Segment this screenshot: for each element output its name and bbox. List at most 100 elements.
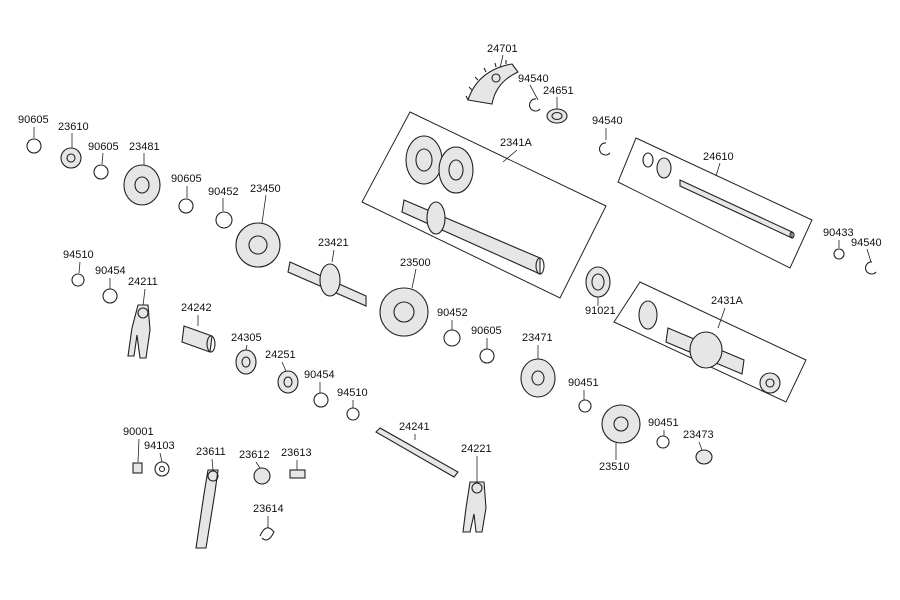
part-label: 23473	[683, 429, 714, 441]
group-box-main-shaft	[361, 111, 607, 299]
washer-90452-b	[443, 329, 461, 347]
gear-23450	[235, 222, 281, 268]
clip-94510-b	[346, 407, 360, 421]
leader-line	[502, 149, 518, 163]
pin-23613	[289, 469, 306, 479]
leader-line	[78, 261, 81, 274]
part-label: 2431A	[711, 295, 743, 307]
needle-bearing-24305	[235, 349, 257, 375]
shift-fork-24221	[462, 481, 487, 533]
part-label: 23611	[196, 446, 226, 458]
part-label: 24211	[128, 276, 158, 288]
part-label: 90452	[437, 307, 468, 319]
clip-94540-b	[599, 142, 611, 156]
part-label: 90451	[648, 417, 679, 429]
washer-90454-b	[313, 392, 329, 408]
group-box-shaft-24610	[617, 137, 813, 269]
part-label: 90605	[171, 173, 202, 185]
part-label: 91021	[585, 305, 616, 317]
washer-90451-b	[656, 435, 670, 449]
part-label: 23450	[250, 183, 281, 195]
circlip-90605-a	[26, 138, 42, 154]
leader-line	[245, 344, 248, 351]
leader-line	[529, 84, 539, 101]
bearing-91021	[585, 266, 611, 298]
part-label: 23610	[58, 121, 89, 133]
main-shaft-assembly	[401, 135, 545, 275]
part-label: 90454	[304, 369, 335, 381]
part-label: 23421	[318, 237, 349, 249]
leader-line	[101, 152, 104, 165]
leader-line	[411, 268, 417, 289]
sector-gear-24701	[465, 60, 519, 105]
washer-90454-a	[102, 288, 118, 304]
washer-90451-a	[578, 399, 592, 413]
part-label: 23612	[239, 449, 270, 461]
shift-rod-24241	[375, 427, 459, 478]
part-label: 23510	[599, 461, 630, 473]
circlip-90605-c	[178, 198, 194, 214]
washer-90452-a	[215, 211, 233, 229]
part-label: 94510	[337, 387, 368, 399]
gear-23610	[60, 147, 82, 169]
circlip-90605-d	[479, 348, 495, 364]
leader-line	[715, 162, 721, 177]
part-label: 2341A	[500, 137, 532, 149]
leader-line	[698, 441, 703, 451]
part-label: 94540	[518, 73, 549, 85]
roller-23612	[253, 467, 271, 485]
shift-arm-23611	[195, 469, 219, 549]
part-label: 24241	[399, 421, 430, 433]
part-label: 24610	[703, 151, 734, 163]
spring-23614	[259, 527, 275, 541]
leader-line	[866, 248, 872, 263]
leader-line	[159, 452, 163, 463]
part-label: 24305	[231, 332, 262, 344]
countershaft-23421	[287, 261, 367, 307]
part-label: 23613	[281, 447, 312, 459]
spring-24651	[546, 108, 568, 124]
bushing-23473	[695, 449, 713, 465]
part-label: 94540	[851, 237, 882, 249]
leader-line	[142, 288, 146, 307]
part-label: 90001	[123, 426, 154, 438]
washer-94103	[154, 461, 170, 477]
part-label: 23471	[522, 332, 553, 344]
shift-fork-24211	[127, 304, 151, 359]
part-label: 90433	[823, 227, 854, 239]
part-label: 23500	[400, 257, 431, 269]
clip-94540-a	[529, 98, 541, 112]
part-label: 23481	[129, 141, 160, 153]
hub-23471	[520, 358, 556, 398]
circlip-90605-b	[93, 164, 109, 180]
leader-line	[499, 54, 504, 69]
gear-23510	[601, 404, 641, 444]
part-label: 23614	[253, 503, 284, 515]
collar-24251	[277, 370, 299, 394]
leader-line	[717, 307, 726, 329]
leader-line	[331, 249, 335, 263]
clip-94510-a	[71, 273, 85, 287]
bolt-90001	[132, 462, 143, 474]
leader-line	[255, 461, 261, 469]
shaft-24610	[642, 152, 795, 239]
part-label: 90454	[95, 265, 126, 277]
clip-94540-c	[865, 261, 877, 275]
part-label: 24701	[487, 43, 518, 55]
part-label: 94510	[63, 249, 94, 261]
leader-line	[137, 438, 140, 463]
group-box-shift-drum	[613, 281, 807, 403]
gear-23500	[379, 287, 429, 337]
hub-23481	[123, 164, 161, 206]
part-label: 24651	[543, 85, 574, 97]
washer-90433	[833, 248, 845, 260]
part-label: 90451	[568, 377, 599, 389]
part-label: 90605	[471, 325, 502, 337]
part-label: 90605	[88, 141, 119, 153]
part-label: 90452	[208, 186, 239, 198]
part-label: 24251	[265, 349, 296, 361]
part-label: 90605	[18, 114, 49, 126]
part-label: 24242	[181, 302, 212, 314]
